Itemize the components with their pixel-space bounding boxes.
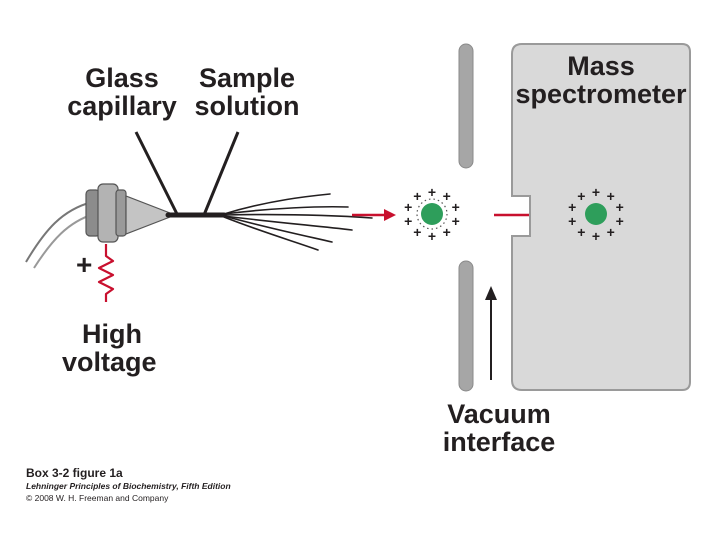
positive-charge: + — [616, 213, 624, 229]
high-voltage-line1: High — [82, 319, 142, 349]
positive-charge: + — [568, 199, 576, 215]
sample-solution-line2: solution — [194, 91, 300, 122]
interface-plate-bottom — [458, 260, 474, 392]
glass-capillary-label: Glass capillary — [62, 64, 182, 121]
vacuum-arrow — [485, 286, 497, 380]
mass-spectrometer-line2: spectrometer — [515, 79, 687, 110]
mass-spectrometer-label: Mass spectrometer — [508, 52, 694, 109]
high-voltage-label: High voltage — [56, 320, 166, 377]
positive-charge: + — [592, 228, 600, 244]
vacuum-interface-label: Vacuum interface — [436, 400, 562, 457]
glass-capillary-pointer — [134, 131, 180, 217]
vacuum-interface-line2: interface — [442, 427, 556, 458]
high-voltage-line2: voltage — [62, 347, 157, 378]
book-caption: Lehninger Principles of Biochemistry, Fi… — [26, 481, 231, 491]
glass-capillary-line1: Glass — [85, 63, 159, 93]
positive-charge: + — [577, 224, 585, 240]
mass-spectrometer-line1: Mass — [567, 51, 635, 81]
positive-charge: + — [428, 184, 436, 200]
positive-charge: + — [443, 188, 451, 204]
positive-charge: + — [413, 224, 421, 240]
charged-droplet-outside: ++++++++++ — [404, 184, 460, 244]
positive-charge: + — [452, 199, 460, 215]
figure-caption: Box 3-2 figure 1a — [26, 466, 123, 480]
positive-charge: + — [568, 213, 576, 229]
positive-charge: + — [592, 184, 600, 200]
glass-capillary-line2: capillary — [67, 91, 177, 122]
spray-plume — [223, 193, 373, 251]
positive-charge: + — [607, 224, 615, 240]
sample-solution-label: Sample solution — [188, 64, 306, 121]
positive-charge: + — [452, 213, 460, 229]
droplet-shell — [416, 198, 448, 230]
capillary-holder — [85, 183, 171, 243]
ion-core — [585, 203, 607, 225]
sample-solution-line1: Sample — [198, 63, 296, 93]
positive-charge: + — [413, 188, 421, 204]
positive-charge: + — [404, 199, 412, 215]
interface-plate-top — [458, 43, 474, 169]
ion-flow-arrow-1 — [352, 209, 396, 221]
positive-charge: + — [443, 224, 451, 240]
positive-charge: + — [404, 213, 412, 229]
sample-solution-pointer — [202, 131, 240, 216]
positive-charge: + — [428, 228, 436, 244]
vacuum-interface-line1: Vacuum — [447, 399, 551, 429]
ion-core — [421, 203, 443, 225]
cable-upper — [25, 201, 93, 263]
positive-charge: + — [607, 188, 615, 204]
high-voltage-resistor — [97, 244, 115, 302]
positive-charge: + — [616, 199, 624, 215]
positive-charge: + — [577, 188, 585, 204]
plus-sign-label: + — [76, 249, 93, 280]
copyright-caption: © 2008 W. H. Freeman and Company — [26, 493, 169, 503]
charged-ion-inside-spectrometer: ++++++++++ — [568, 184, 624, 244]
